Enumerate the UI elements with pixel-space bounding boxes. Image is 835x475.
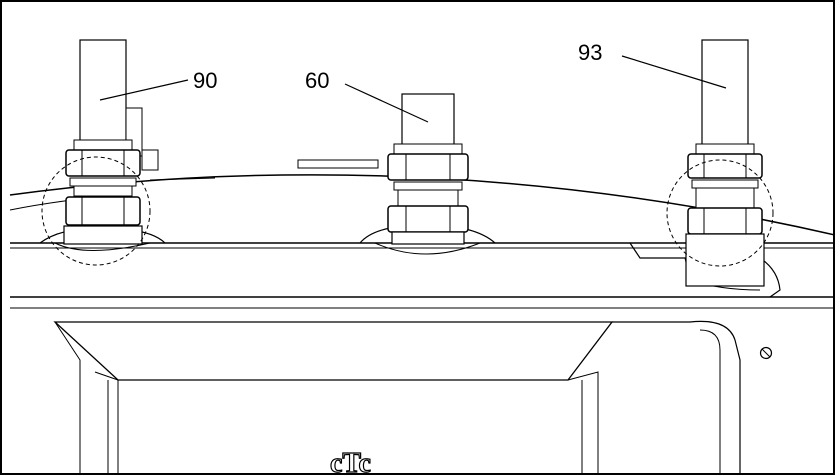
brand-logo: cTc bbox=[330, 448, 371, 475]
front-panel bbox=[53, 320, 773, 475]
pipe-right-highlight-circle bbox=[666, 159, 774, 267]
pipe-middle-collar bbox=[391, 231, 465, 245]
pipe-left-nut-top bbox=[65, 149, 141, 177]
pipe-left-spacer-1 bbox=[69, 177, 137, 187]
cover-detail-line bbox=[149, 177, 216, 181]
label-right-pipe: 93 bbox=[578, 40, 602, 65]
opening-middle-inner bbox=[374, 242, 481, 255]
pipe-left-washer bbox=[73, 139, 133, 151]
pipe-right-spacer-1 bbox=[691, 179, 759, 189]
front-panel-left-edge bbox=[54, 321, 81, 475]
leader-line-middle bbox=[344, 83, 429, 123]
pipe-right-nut-bottom bbox=[687, 207, 763, 235]
pipe-right-sleeve bbox=[685, 233, 765, 287]
screw-icon bbox=[759, 346, 773, 360]
pipe-middle-spacer-1 bbox=[393, 181, 463, 191]
pipe-right-spacer-2 bbox=[695, 187, 755, 209]
pipe-middle-nut-top bbox=[387, 153, 469, 181]
pipe-left-highlight-circle bbox=[41, 156, 151, 266]
front-panel-right-bevel bbox=[567, 371, 599, 475]
pipe-right-nut-top bbox=[687, 153, 763, 179]
cover-ridge bbox=[297, 159, 379, 169]
pipe-middle bbox=[401, 93, 455, 153]
label-middle-pipe: 60 bbox=[305, 68, 329, 93]
pipe-middle-washer bbox=[393, 143, 463, 155]
label-left-pipe: 90 bbox=[193, 68, 217, 93]
pipe-middle-nut-bottom bbox=[387, 205, 469, 233]
pipe-left-collar bbox=[63, 225, 143, 245]
pipe-middle-spacer-2 bbox=[397, 189, 459, 207]
pipe-right-washer bbox=[695, 143, 755, 155]
leader-line-right bbox=[621, 55, 727, 89]
front-panel-left-bevel bbox=[94, 371, 119, 475]
pipe-left-nut-bottom bbox=[65, 196, 141, 226]
front-panel-right-inner-edge bbox=[699, 329, 721, 475]
front-panel-top-bevel bbox=[53, 321, 614, 381]
pipe-right bbox=[701, 39, 749, 153]
pipe-left-bracket-foot bbox=[141, 149, 159, 171]
pipe-assembly-right bbox=[666, 39, 774, 287]
front-panel-right-edge bbox=[612, 320, 741, 475]
pipe-assembly-left bbox=[41, 39, 159, 266]
pipe-assembly-middle bbox=[387, 93, 469, 245]
pipe-left-spacer-2 bbox=[73, 185, 133, 197]
leader-line-left bbox=[99, 79, 189, 101]
